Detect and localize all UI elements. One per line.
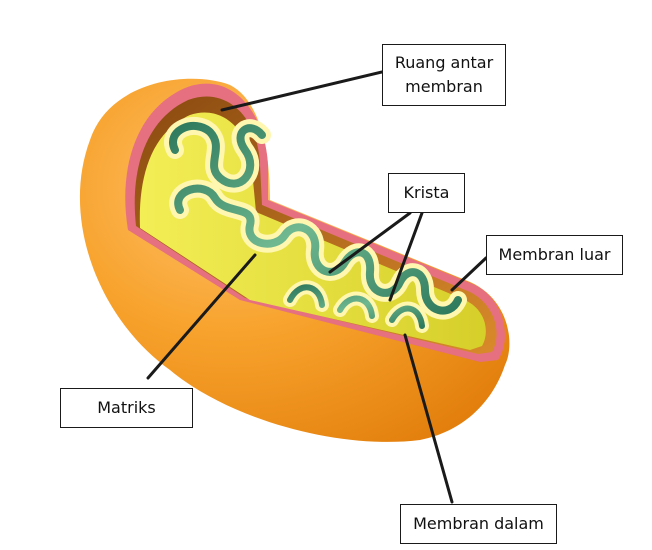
label-ruang-antar-line2: membran <box>405 77 483 96</box>
label-matriks-text: Matriks <box>97 398 156 417</box>
label-membran-luar-text: Membran luar <box>498 245 611 264</box>
leader-line-membran-luar <box>450 256 488 292</box>
label-ruang-antar-line1: Ruang antar <box>394 53 494 72</box>
leader-line-membran-dalam <box>403 333 454 504</box>
leader-lines <box>146 70 488 504</box>
label-membran-dalam-text: Membran dalam <box>413 514 544 533</box>
leader-line-krista-1 <box>328 211 412 274</box>
leader-line-matriks <box>146 253 257 380</box>
cristae-folds <box>164 117 467 333</box>
label-membran-dalam: Membran dalam <box>400 504 557 544</box>
label-matriks: Matriks <box>60 388 193 428</box>
leader-line-ruang-antar <box>220 70 384 112</box>
label-ruang-antar-membran: Ruang antar membran <box>382 44 506 106</box>
label-krista-text: Krista <box>403 183 450 202</box>
label-krista: Krista <box>388 173 465 213</box>
leader-line-krista-2 <box>388 211 424 302</box>
label-membran-luar: Membran luar <box>486 235 623 275</box>
